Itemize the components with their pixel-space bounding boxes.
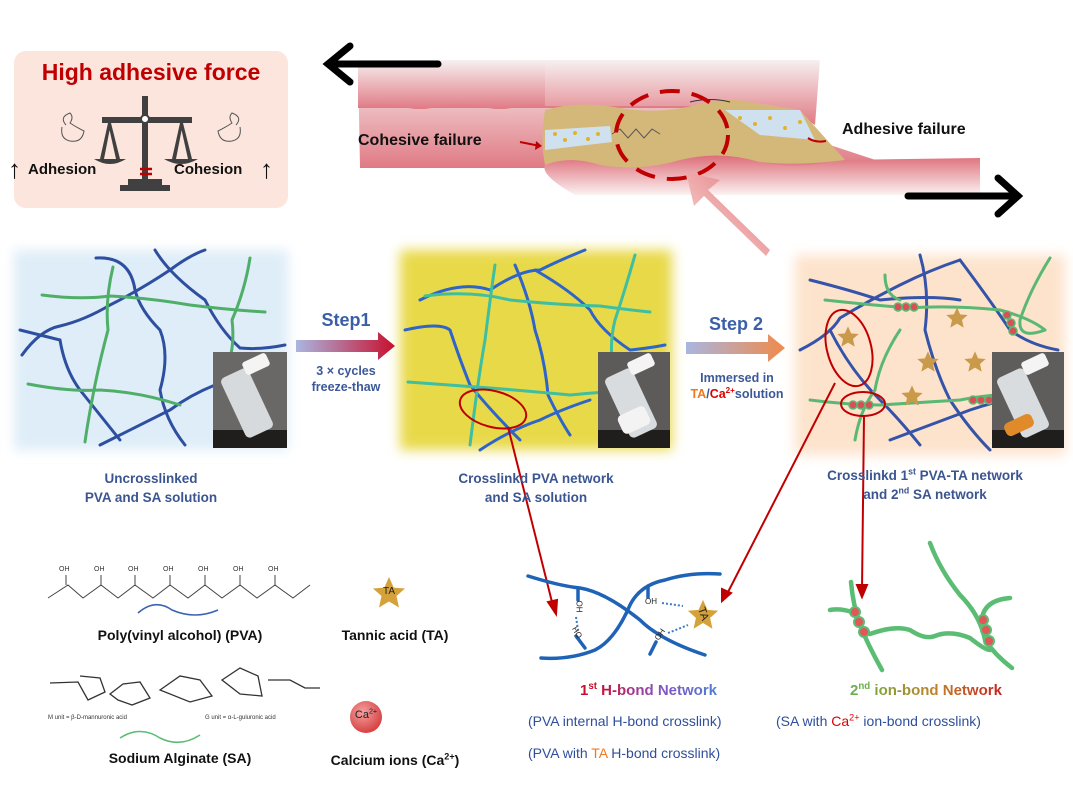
ta-star-network-icon [963, 350, 987, 374]
stage-1-caption: Uncrosslinked PVA and SA solution [14, 469, 288, 507]
ta-star-icon: TA [686, 598, 720, 632]
step2-line2: TA/Ca2+solution [676, 386, 798, 402]
ta-star-network-icon [916, 350, 940, 374]
calcium-ion-icon [350, 701, 382, 733]
step1-arrow-icon [296, 332, 395, 360]
oh-ta-label: OH [645, 597, 657, 606]
ca-legend-label: Calcium ions (Ca2+) [330, 751, 460, 768]
step2-arrow-icon [686, 334, 785, 362]
stage-2-caption-line1: Crosslinkd PVA network [458, 471, 614, 486]
ta-star-network-icon [900, 384, 924, 408]
stage-3-network [798, 253, 1060, 452]
h-bond-network-illustration [526, 571, 722, 661]
ta-legend-icon: TA [371, 575, 407, 611]
pull-arrow-right [904, 174, 1024, 218]
adhesive-force-panel: High adhesive force ↑ Adhesion Cohesion … [8, 51, 288, 208]
h-bond-desc-2: (PVA with TA H-bond crosslink) [528, 745, 721, 761]
vial-photo-1 [213, 352, 287, 448]
ion-bond-ca-beads [849, 606, 995, 647]
oh-label: OH [574, 600, 584, 613]
zoom-arrow-icon [686, 172, 770, 256]
balance-scale-icon [61, 96, 241, 191]
stage-2-caption-line2: and SA solution [484, 490, 588, 505]
sa-m-unit-label: M unit = β-D-mannuronic acid [48, 715, 127, 721]
h-bond-highlight [458, 388, 528, 430]
cohesion-label: Cohesion [174, 161, 243, 178]
stage-3-caption-line2: and 2nd SA network [863, 485, 987, 502]
step1-description: 3 × cycles freeze-thaw [290, 363, 402, 395]
step1-line1: 3 × cycles [316, 364, 376, 378]
adhesive-pointer-icon [807, 137, 827, 143]
ta-star-network-icon [836, 325, 860, 349]
step1-line2: freeze-thaw [311, 380, 381, 394]
sa-g-unit-label: G unit = α-L-guluronic acid [205, 715, 276, 721]
stage-3-caption-line1: Crosslinkd 1st PVA-TA network [827, 466, 1023, 483]
ion-bond-network-title: 2nd ion-bond Network [850, 681, 1002, 699]
adhesion-up-arrow-icon: ↑ [8, 154, 21, 184]
stage-2-network [403, 248, 667, 452]
ca-clusters [848, 302, 1018, 410]
tissue-illustration [358, 60, 980, 195]
sa-structure-diagram [49, 667, 320, 744]
step2-line1: Immersed in [700, 371, 774, 385]
step2-title: Step 2 [708, 314, 764, 334]
step2-sep: / [706, 387, 710, 401]
vial-photo-3 [992, 352, 1064, 448]
ca-icon-label: Ca2+ [354, 707, 378, 721]
sa-legend-label: Sodium Alginate (SA) [108, 750, 252, 766]
flexed-arm-icon [61, 112, 241, 142]
force-title: High adhesive force [41, 59, 261, 85]
step2-ca: Ca2+ [709, 385, 735, 401]
h-bond-desc-1: (PVA internal H-bond crosslink) [528, 713, 722, 729]
callout-arrows [507, 382, 869, 617]
step2-ta: TA [690, 387, 707, 401]
cohesion-up-arrow-icon: ↑ [260, 154, 273, 184]
ta-star-network-icon [945, 306, 969, 330]
stage-3-caption: Crosslinkd 1st PVA-TA network and 2nd SA… [790, 466, 1060, 504]
stage-1-network [18, 248, 287, 447]
h-bond-network-title: 1st H-bond Network [580, 681, 718, 699]
adhesive-failure-label: Adhesive failure [842, 121, 966, 138]
vial-photo-2 [598, 352, 670, 448]
ion-bond-desc: (SA with Ca2+ ion-bond crosslink) [776, 712, 981, 729]
adhesion-label: Adhesion [28, 161, 97, 178]
ta-bond-highlight [824, 308, 874, 388]
ta-legend-label: Tannic acid (TA) [341, 627, 449, 643]
pull-arrow-left [322, 42, 442, 86]
step2-description: Immersed in TA/Ca2+solution [676, 370, 798, 402]
stage-2-caption: Crosslinkd PVA network and SA solution [400, 469, 672, 507]
step2-solution: solution [734, 387, 784, 401]
pva-structure-diagram [47, 575, 311, 616]
stage-1-caption-line2: PVA and SA solution [84, 490, 218, 505]
step1-title: Step1 [321, 310, 371, 330]
cohesive-failure-label: Cohesive failure [358, 132, 482, 149]
focus-ellipse [614, 89, 730, 181]
stage-1-caption-line1: Uncrosslinked [104, 471, 198, 486]
pva-legend-label: Poly(vinyl alcohol) (PVA) [97, 627, 263, 643]
